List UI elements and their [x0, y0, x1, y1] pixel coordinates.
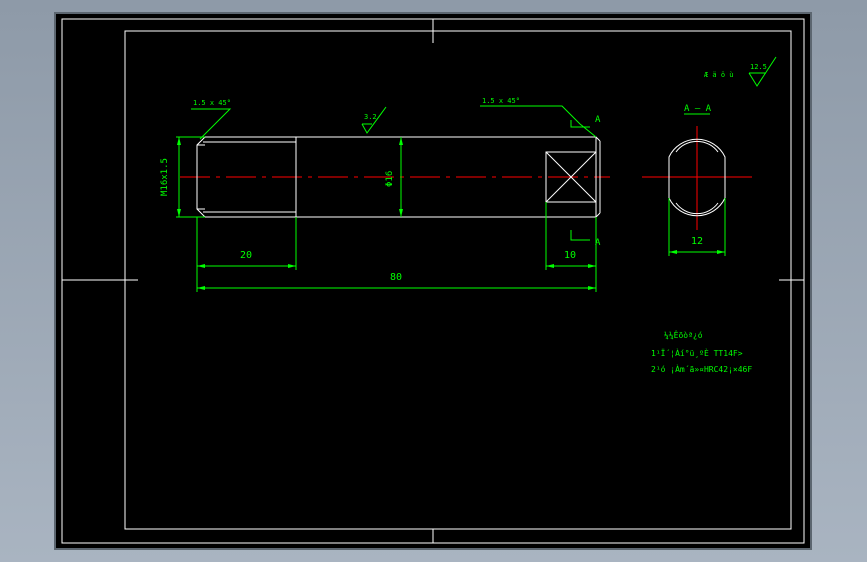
- notes-title: ¼¼Êõòª¿ó: [664, 329, 703, 340]
- dim-thread-length: 20: [240, 250, 252, 261]
- diameter-label: Φ16: [385, 171, 395, 187]
- dim-total-length: 80: [390, 272, 402, 283]
- centring-marks: [62, 19, 804, 543]
- surface-finish-symbol-corner: [748, 56, 777, 87]
- drawing-sheet: [54, 12, 812, 550]
- section-title: A — A: [684, 104, 712, 114]
- square-end: [545, 151, 597, 203]
- surface-finish-corner-value: 12.5: [750, 63, 767, 71]
- section-inner-top: [675, 140, 719, 153]
- surface-finish-main-value: 3.2: [364, 113, 377, 121]
- surface-finish-symbol-main: [361, 106, 387, 134]
- centerlines: [180, 126, 752, 230]
- section-inner-bottom: [675, 202, 719, 215]
- notes-line2: 2¹ó ¡Àm´ã»¤HRC42¡×46F: [651, 363, 752, 374]
- corner-note: Æ ä ö ù: [704, 71, 734, 79]
- section-mark-bottom: A: [595, 238, 601, 248]
- dim-across-flats: 12: [691, 236, 703, 247]
- dimension-lines: [176, 105, 726, 292]
- section-mark-top: A: [595, 115, 601, 125]
- chamfer-right-label: 1.5 x 45°: [482, 97, 520, 105]
- dim-square-length: 10: [564, 250, 576, 261]
- dimension-arrows: [177, 137, 725, 290]
- thread-label: M16x1.5: [160, 158, 170, 196]
- chamfer-left-label: 1.5 x 45°: [193, 99, 231, 107]
- notes-line1: 1¹Ï´¦Àí°ü¸ºÈ TT14F>: [651, 347, 743, 358]
